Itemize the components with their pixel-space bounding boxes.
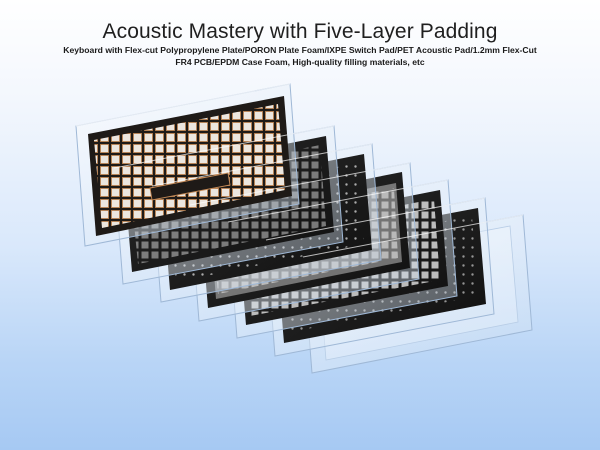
layer-1-polypropylene-plate: [75, 83, 300, 247]
page-title: Acoustic Mastery with Five-Layer Padding: [102, 20, 498, 43]
page-subtitle: Keyboard with Flex-cut Polypropylene Pla…: [50, 44, 550, 68]
glass-highlights: [75, 83, 524, 258]
subtitle-line-2: FR4 PCB/EPDM Case Foam, High-quality fil…: [175, 57, 425, 67]
subtitle-line-1: Keyboard with Flex-cut Polypropylene Pla…: [63, 45, 537, 55]
